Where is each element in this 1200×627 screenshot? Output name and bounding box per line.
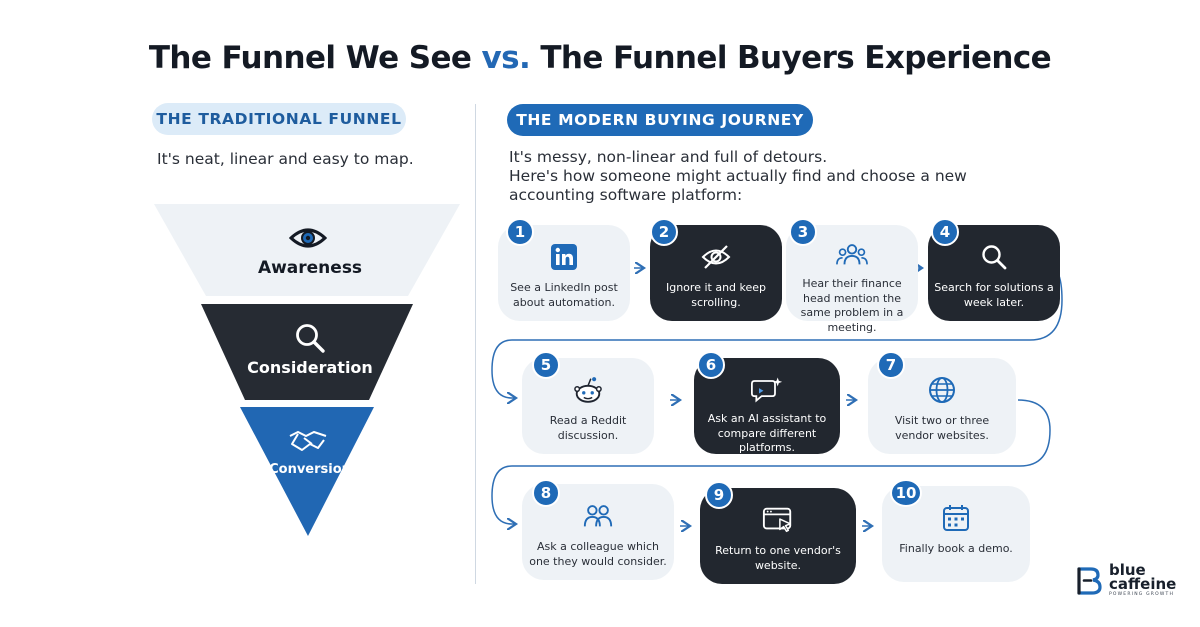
title-part-1: The Funnel We See xyxy=(148,40,482,76)
linkedin-icon xyxy=(548,241,580,273)
logo-mark-icon xyxy=(1077,566,1102,595)
journey-step-text: Finally book a demo. xyxy=(899,542,1013,555)
modern-journey-pill: THE MODERN BUYING JOURNEY xyxy=(507,104,813,136)
step-number-badge: 5 xyxy=(532,351,560,379)
journey-step-1: See a LinkedIn post about automation. xyxy=(498,225,630,321)
handshake-icon xyxy=(289,430,327,451)
journey-step-text: Search for solutions a week later. xyxy=(934,281,1054,309)
magnifier-icon xyxy=(296,324,325,353)
reddit-icon xyxy=(572,374,604,406)
journey-step-text: Ask a colleague which one they would con… xyxy=(529,540,667,568)
funnel-stage-consideration-shape xyxy=(201,304,413,400)
colleagues-icon xyxy=(582,500,614,532)
eye-off-icon xyxy=(700,241,732,273)
journey-step-text: Visit two or three vendor websites. xyxy=(894,414,990,442)
funnel-stage-awareness-shape xyxy=(154,204,460,296)
traditional-funnel-subtitle: It's neat, linear and easy to map. xyxy=(157,150,414,168)
ai-chat-icon xyxy=(751,374,783,404)
people-icon xyxy=(836,241,868,269)
brand-logo: blue caffeine POWERING GROWTH xyxy=(1076,563,1176,598)
step-number-badge: 9 xyxy=(705,481,733,509)
modern-journey-subtitle: It's messy, non-linear and full of detou… xyxy=(509,148,1029,205)
step-number-badge: 10 xyxy=(890,479,922,507)
page-title: The Funnel We See vs. The Funnel Buyers … xyxy=(0,40,1200,76)
journey-step-text: Read a Reddit discussion. xyxy=(549,414,627,442)
calendar-icon xyxy=(940,502,972,534)
globe-icon xyxy=(926,374,958,406)
modern-journey-subtitle-line-2: Here's how someone might actually find a… xyxy=(509,167,967,204)
journey-step-text: Ignore it and keep scrolling. xyxy=(665,281,767,309)
logo-tagline: POWERING GROWTH xyxy=(1109,592,1175,597)
funnel-stage-conversion-shape xyxy=(240,407,374,536)
search-icon xyxy=(978,241,1010,273)
step-number-badge: 4 xyxy=(931,218,959,246)
step-number-badge: 8 xyxy=(532,479,560,507)
step-number-badge: 1 xyxy=(506,218,534,246)
stage-label-consideration: Consideration xyxy=(247,358,373,377)
journey-step-10: Finally book a demo. xyxy=(882,486,1030,582)
column-divider xyxy=(475,104,476,584)
logo-word-1: blue xyxy=(1109,561,1146,579)
browser-cursor-icon xyxy=(762,504,794,536)
step-number-badge: 6 xyxy=(697,351,725,379)
journey-step-text: See a LinkedIn post about automation. xyxy=(510,281,618,309)
traditional-funnel-pill: THE TRADITIONAL FUNNEL xyxy=(152,103,406,135)
stage-label-conversion: Conversion xyxy=(269,462,351,477)
step-number-badge: 3 xyxy=(789,218,817,246)
funnel-diagram xyxy=(154,204,460,536)
step-number-badge: 7 xyxy=(877,351,905,379)
modern-journey-subtitle-line-1: It's messy, non-linear and full of detou… xyxy=(509,148,828,166)
eye-icon xyxy=(289,228,327,248)
title-part-2: The Funnel Buyers Experience xyxy=(530,40,1052,76)
logo-word-2: caffeine xyxy=(1109,575,1177,593)
title-vs: vs. xyxy=(481,40,531,76)
journey-step-text: Ask an AI assistant to compare different… xyxy=(707,412,827,454)
stage-label-awareness: Awareness xyxy=(257,258,363,278)
journey-step-text: Hear their finance head mention the same… xyxy=(800,277,904,334)
step-number-badge: 2 xyxy=(650,218,678,246)
journey-step-text: Return to one vendor's website. xyxy=(715,544,841,572)
